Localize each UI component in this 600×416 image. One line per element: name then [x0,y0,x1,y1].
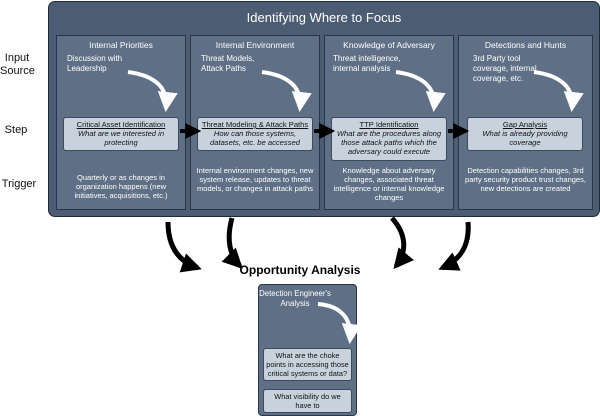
step-box: Gap Analysis What is already providing c… [467,117,583,151]
column-header: Detections and Hunts [484,40,567,50]
column-header: Knowledge of Adversary [343,40,435,50]
step-subtitle: How can those systems, datasets, etc. be… [210,129,300,147]
step-box: Threat Modeling & Attack Paths How can t… [197,117,313,151]
curved-arrow-icon [317,302,362,344]
opportunity-input-source: Detection Engineer's Analysis [259,289,331,308]
opportunity-panel: Detection Engineer's Analysis What are t… [258,284,357,416]
curved-arrow-icon [127,70,178,112]
column-internal-priorities: Internal Priorities Discussion with Lead… [56,35,186,210]
column-header: Internal Environment [215,40,295,50]
step-subtitle: What are we interested in protecting [77,129,165,147]
step-title: TTP Identification [359,120,419,129]
opportunity-question-choke-points: What are the choke points in accessing t… [263,348,352,381]
focus-panel: Identifying Where to Focus Internal Prio… [48,1,600,217]
curved-arrow-icon [261,70,312,112]
column-input-source: Threat intelligence, internal analysis [333,54,401,73]
column-trigger: Quarterly or as changes in organization … [74,173,168,200]
arrows-layer [127,70,584,344]
flow-arrow-icon [390,216,414,270]
flow-arrow-icon [221,217,243,269]
step-subtitle: What is already providing coverage [482,129,568,147]
row-label-source: Source [0,65,35,77]
column-internal-environment: Internal Environment Threat Models, Atta… [190,35,320,210]
row-label-input-source: Input Source [0,52,35,78]
flow-arrow-icon [438,221,471,271]
column-trigger: Internal environment changes, new system… [196,166,314,193]
row-label-input: Input [4,52,30,64]
column-header: Internal Priorities [89,40,153,50]
column-knowledge-of-adversary: Knowledge of Adversary Threat intelligen… [324,35,454,210]
column-trigger: Knowledge about adversary changes, assoc… [333,166,445,202]
column-input-source: Discussion with Leadership [67,54,123,73]
opportunity-analysis-title: Opportunity Analysis [239,263,361,277]
step-title: Threat Modeling & Attack Paths [201,120,309,129]
row-label-step: Step [4,124,28,136]
step-subtitle: What are the procedures along those atta… [336,129,442,156]
curved-arrow-icon [533,70,584,112]
step-title: Critical Asset Identification [76,120,166,129]
flow-arrow-icon [165,221,202,273]
step-box: Critical Asset Identification What are w… [63,117,179,151]
step-title: Gap Analysis [502,120,548,129]
curved-arrow-icon [395,70,446,112]
column-input-source: 3rd Party tool coverage, internal covera… [473,54,537,83]
row-label-trigger: Trigger [1,178,37,190]
column-detections-and-hunts: Detections and Hunts 3rd Party tool cove… [458,35,593,210]
step-box: TTP Identification What are the procedur… [331,117,447,161]
column-trigger: Detection capabilities changes, 3rd part… [465,166,586,193]
focus-panel-title: Identifying Where to Focus [246,10,402,25]
column-input-source: Threat Models, Attack Paths [201,54,255,73]
